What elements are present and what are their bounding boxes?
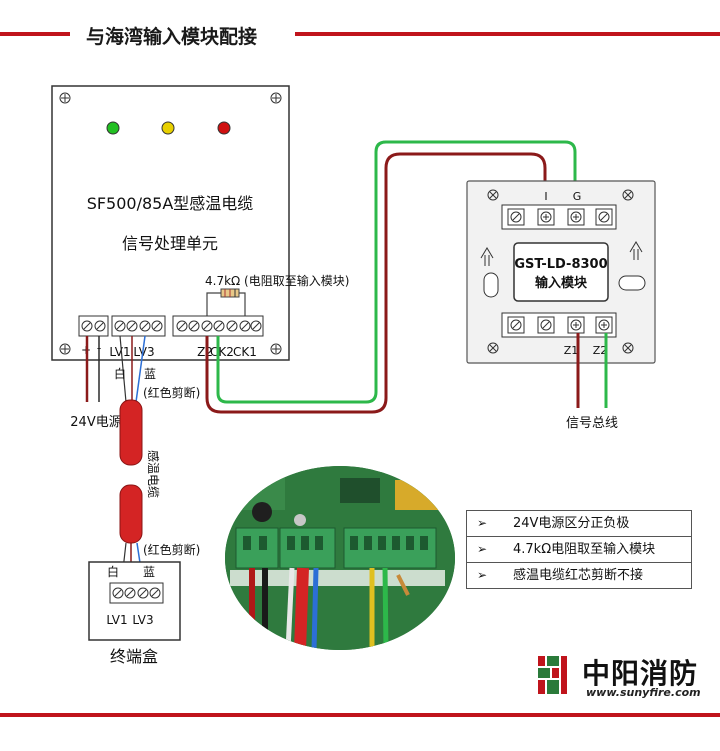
resistor-label: 4.7kΩ (电阻取至输入模块) bbox=[205, 273, 349, 288]
wire-blue-top bbox=[135, 335, 146, 403]
led-yellow-icon bbox=[161, 121, 175, 135]
note-row: ➢ 24V电源区分正负极 bbox=[467, 511, 691, 537]
unit-name-line1: SF500/85A型感温电缆 bbox=[87, 194, 254, 213]
terminal-screw-icon bbox=[507, 208, 525, 226]
term-lv3-label: LV3 bbox=[133, 345, 154, 359]
brand-name: 中阳消防 bbox=[582, 657, 699, 690]
power-label: 24V电源 bbox=[70, 415, 121, 430]
arrow-up-icon bbox=[480, 247, 494, 266]
end-box-label: 终端盒 bbox=[110, 647, 158, 666]
terminal-screw-icon bbox=[537, 316, 555, 334]
sensing-cable-lower bbox=[119, 484, 143, 544]
terminal-screw-icon bbox=[595, 316, 613, 334]
module-slot-right bbox=[618, 275, 646, 291]
bus-label: 信号总线 bbox=[566, 416, 618, 431]
arrow-right-icon: ➢ bbox=[477, 568, 488, 582]
note-text: 感温电缆红芯剪断不接 bbox=[513, 568, 644, 583]
term-ck1-label: CK1 bbox=[233, 345, 257, 359]
relay-component bbox=[395, 480, 440, 510]
module-name: 输入模块 bbox=[535, 275, 588, 291]
end-box-lv3-label: LV3 bbox=[132, 613, 153, 627]
notes-table: ➢ 24V电源区分正负极 ➢ 4.7kΩ电阻取至输入模块 ➢ 感温电缆红芯剪断不接 bbox=[466, 510, 692, 589]
note-row: ➢ 感温电缆红芯剪断不接 bbox=[467, 563, 691, 588]
screw-icon bbox=[487, 189, 499, 201]
terminal-block-lv bbox=[111, 315, 166, 337]
screw-icon bbox=[59, 92, 71, 104]
term-ck2-label: CK2 bbox=[210, 345, 234, 359]
module-top-g-label: G bbox=[573, 190, 582, 203]
red-cut-label-bottom: (红色剪断) bbox=[143, 542, 200, 557]
module-model: GST-LD-8300 bbox=[514, 257, 607, 272]
module-bot-z2-label: Z2 bbox=[593, 344, 608, 357]
page-title: 与海湾输入模块配接 bbox=[78, 22, 266, 49]
terminal-screw-icon bbox=[567, 316, 585, 334]
wire-green-ck2 bbox=[216, 140, 577, 404]
terminal-block-signal bbox=[172, 315, 264, 337]
signal-processing-unit: SF500/85A型感温电缆 信号处理单元 4.7kΩ (电阻取至输入模块) bbox=[51, 85, 349, 361]
end-box-white-label: 白 bbox=[107, 564, 119, 579]
end-box-blue-label: 蓝 bbox=[143, 565, 155, 579]
wire-white-label-top: 白 bbox=[114, 366, 126, 381]
screw-icon bbox=[270, 343, 282, 355]
term-lv1-label: LV1 bbox=[109, 345, 130, 359]
note-text: 24V电源区分正负极 bbox=[513, 516, 630, 531]
screw-icon bbox=[59, 343, 71, 355]
end-box-lv1-label: LV1 bbox=[106, 613, 127, 627]
led-red-icon bbox=[217, 121, 231, 135]
unit-name-line2: 信号处理单元 bbox=[122, 234, 218, 253]
brand-url: www.sunyfire.com bbox=[586, 686, 701, 699]
term-z2-label: Z2 bbox=[197, 345, 213, 359]
arrow-up-icon bbox=[629, 241, 643, 260]
screw-icon bbox=[487, 342, 499, 354]
terminal-block-power bbox=[78, 315, 109, 337]
note-text: 4.7kΩ电阻取至输入模块 bbox=[513, 542, 656, 557]
module-top-i-label: I bbox=[544, 190, 547, 203]
wire-blue-label-top: 蓝 bbox=[144, 367, 156, 381]
wire-red-z2 bbox=[205, 152, 547, 414]
red-cut-label-top: (红色剪断) bbox=[143, 385, 200, 400]
sensing-cable-upper bbox=[119, 399, 143, 466]
input-module: I G GST-LD-8300 输入模块 Z1 Z2 bbox=[466, 180, 656, 364]
terminal-screw-icon bbox=[595, 208, 613, 226]
screw-icon bbox=[622, 342, 634, 354]
cable-label: 感温电缆 bbox=[146, 450, 161, 498]
wire-white-top bbox=[119, 335, 127, 403]
end-box: 白 蓝 LV1 LV3 bbox=[88, 561, 181, 641]
terminal-screw-icon bbox=[537, 208, 555, 226]
terminal-screw-icon bbox=[507, 316, 525, 334]
screw-icon bbox=[270, 92, 282, 104]
brand-logo-icon bbox=[538, 656, 567, 694]
arrow-right-icon: ➢ bbox=[477, 516, 488, 530]
pcb-terminal-left bbox=[235, 527, 279, 569]
arrow-right-icon: ➢ bbox=[477, 542, 488, 556]
led-green-icon bbox=[106, 121, 120, 135]
module-slot-left bbox=[483, 272, 499, 298]
screw-icon bbox=[622, 189, 634, 201]
resistor-icon bbox=[206, 288, 246, 316]
terminal-screw-icon bbox=[567, 208, 585, 226]
note-row: ➢ 4.7kΩ电阻取至输入模块 bbox=[467, 537, 691, 563]
pcb-photo bbox=[225, 466, 455, 650]
module-bot-z1-label: Z1 bbox=[564, 344, 579, 357]
brand: 中阳消防 www.sunyfire.com bbox=[534, 652, 714, 700]
